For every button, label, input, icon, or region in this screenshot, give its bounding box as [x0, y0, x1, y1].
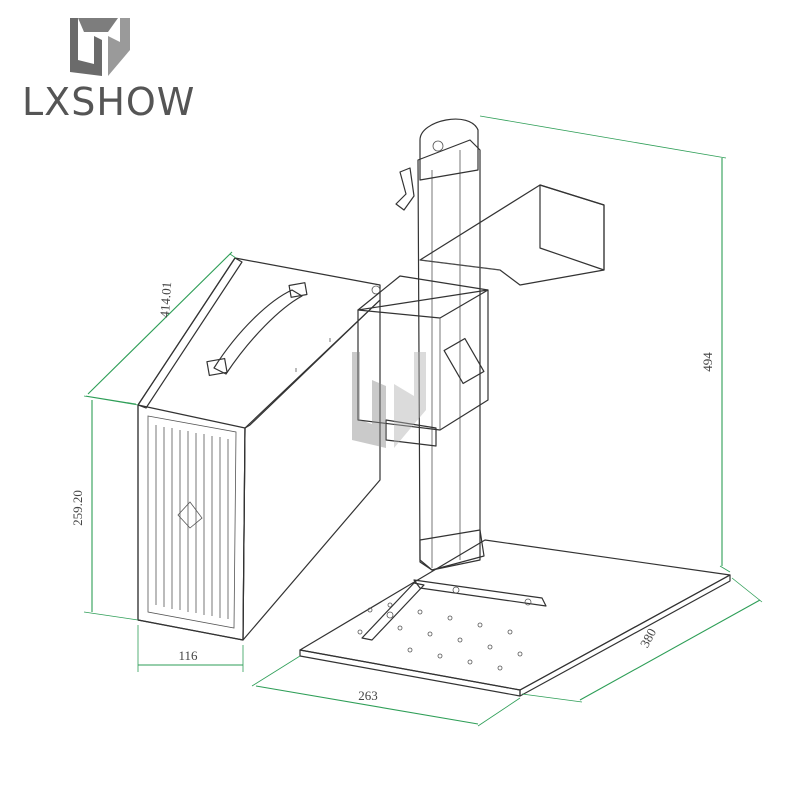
laser-source-box [137, 257, 381, 641]
total-height-label: 494 [700, 352, 715, 372]
work-table [299, 539, 731, 697]
depth-laser-label: 414.01 [157, 281, 174, 318]
base-depth-dimension-line [579, 599, 761, 701]
dimension-lines [83, 115, 763, 727]
carry-handle [206, 282, 308, 377]
brand-name: LXSHOW [22, 80, 196, 124]
horizontal-arm [419, 184, 605, 286]
width-laser-label: 116 [178, 648, 198, 663]
depth-laser-dimension-line [87, 251, 233, 395]
height-laser-label: 259.20 [70, 490, 85, 526]
ventilation-grille [155, 425, 229, 619]
brand-logo: LXSHOW [22, 14, 196, 124]
lxshow-logo-icon [70, 18, 130, 76]
base-depth-label: 380 [637, 626, 659, 650]
work-table-holes [357, 602, 523, 671]
watermark-logo [352, 352, 426, 448]
lift-column [395, 118, 485, 571]
base-width-dimension-line [255, 685, 479, 725]
positioning-fixture [361, 579, 547, 641]
galvo-head [357, 275, 489, 447]
base-width-label: 263 [358, 688, 378, 703]
